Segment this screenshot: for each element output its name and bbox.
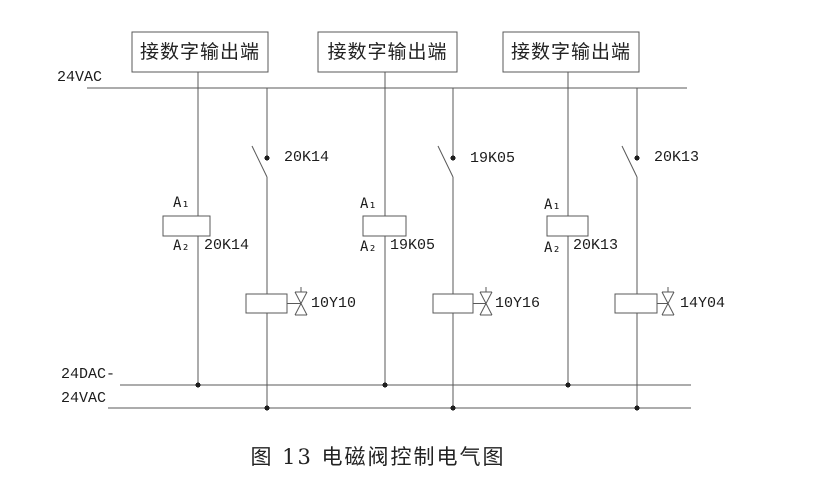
no-contact-symbol xyxy=(251,145,270,178)
coil-terminal-a2: A₂ xyxy=(173,238,190,254)
branch-3-wires xyxy=(567,72,638,408)
solenoid-valve-symbol xyxy=(614,287,675,316)
branch-1-wires xyxy=(197,72,268,408)
no-contact-symbol xyxy=(437,145,456,178)
valve-label: 10Y16 xyxy=(495,295,541,312)
valve-label: 10Y10 xyxy=(311,295,357,312)
output-box-label: 接数字输出端 xyxy=(510,41,631,63)
rail-label-24vac-top: 24VAC xyxy=(57,69,103,86)
digital-output-box xyxy=(131,31,269,73)
coil-terminal-a2: A₂ xyxy=(360,239,377,255)
coil-terminal-a1: A₁ xyxy=(544,197,561,213)
junction-dots-branch-2 xyxy=(382,382,456,411)
junction-dots-branch-3 xyxy=(565,382,640,411)
coil-label: 20K14 xyxy=(204,237,250,254)
relay-coil-symbol xyxy=(362,215,407,237)
coil-terminal-a1: A₁ xyxy=(173,195,190,211)
coil-terminal-a1: A₁ xyxy=(360,196,377,212)
digital-output-box xyxy=(502,31,640,73)
relay-coil-symbol xyxy=(546,215,589,237)
solenoid-valve-symbol xyxy=(245,287,308,316)
junction-dots-branch-1 xyxy=(195,382,270,411)
relay-coil-symbol xyxy=(162,215,211,237)
rail-label-24vac-bottom: 24VAC xyxy=(61,390,107,407)
solenoid-valve-symbol xyxy=(432,287,493,316)
valve-label: 14Y04 xyxy=(680,295,726,312)
coil-label: 19K05 xyxy=(390,237,436,254)
output-box-label: 接数字输出端 xyxy=(327,41,448,63)
coil-label: 20K13 xyxy=(573,237,619,254)
contact-label: 19K05 xyxy=(470,150,516,167)
no-contact-symbol xyxy=(621,145,640,178)
rail-label-24dac: 24DAC- xyxy=(61,366,116,383)
digital-output-box xyxy=(317,31,458,73)
coil-terminal-a2: A₂ xyxy=(544,240,561,256)
contact-label: 20K14 xyxy=(284,149,330,166)
figure-caption: 图 13 电磁阀控制电气图 xyxy=(250,445,506,469)
contact-label: 20K13 xyxy=(654,149,700,166)
output-box-label: 接数字输出端 xyxy=(139,41,260,63)
branch-2-wires xyxy=(384,72,454,408)
